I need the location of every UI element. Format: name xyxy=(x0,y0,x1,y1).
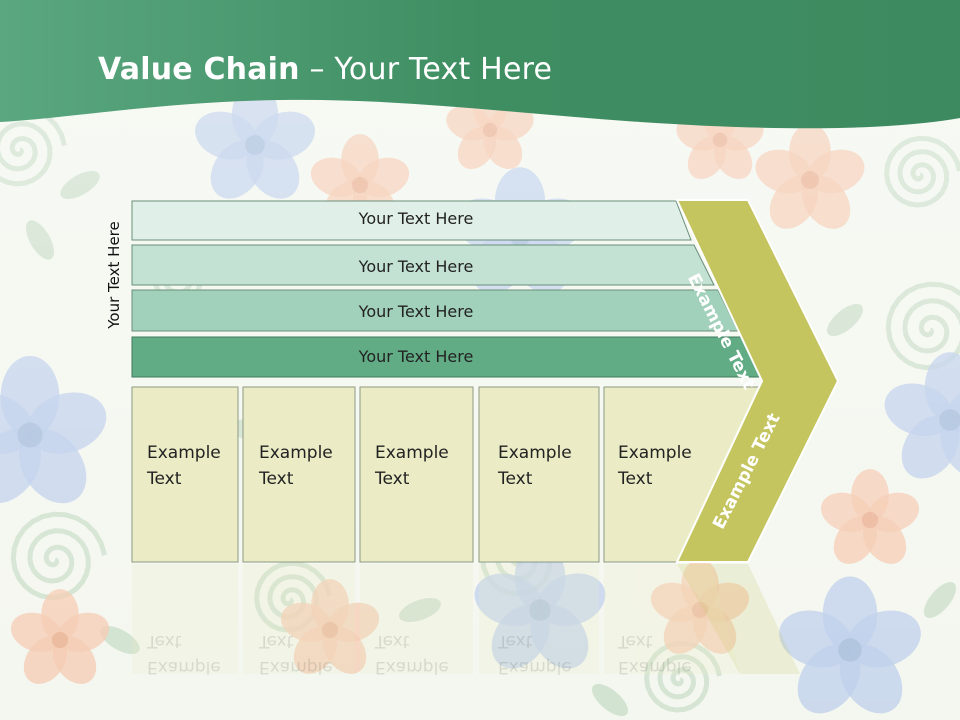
column-3[interactable] xyxy=(359,386,474,563)
column-2[interactable] xyxy=(242,386,356,563)
column-3-line1: Example xyxy=(375,443,449,463)
column-2-line1: Example xyxy=(259,443,333,463)
bar-stack xyxy=(131,200,763,378)
column-5-line1: Example xyxy=(618,443,692,463)
value-chevron[interactable] xyxy=(675,199,840,563)
column-5-line2: Text xyxy=(618,469,653,489)
slide-title: Value Chain – Your Text Here xyxy=(98,52,552,87)
bar-2-label: Your Text Here xyxy=(358,257,474,276)
value-chevron-reflection xyxy=(677,564,800,674)
bar-4-label: Your Text Here xyxy=(358,347,474,366)
column-4[interactable] xyxy=(478,386,600,563)
slide-title-bold: Value Chain xyxy=(98,52,300,87)
column-4-line1: Example xyxy=(498,443,572,463)
column-reflections xyxy=(132,564,740,674)
bar-3-label: Your Text Here xyxy=(358,302,474,321)
side-label: Your Text Here xyxy=(105,221,123,329)
bar-1-label: Your Text Here xyxy=(358,209,474,228)
bar-2[interactable] xyxy=(131,244,715,286)
header-band xyxy=(0,0,960,129)
column-3-line2: Text xyxy=(375,469,410,489)
column-4-line2: Text xyxy=(498,469,533,489)
column-2-line2: Text xyxy=(259,469,294,489)
bar-1[interactable] xyxy=(131,200,692,241)
slide-title-rest: – Your Text Here xyxy=(299,52,553,87)
column-row xyxy=(131,386,761,563)
column-1-line2: Text xyxy=(147,469,182,489)
column-1[interactable] xyxy=(131,386,239,563)
column-1-line1: Example xyxy=(147,443,221,463)
